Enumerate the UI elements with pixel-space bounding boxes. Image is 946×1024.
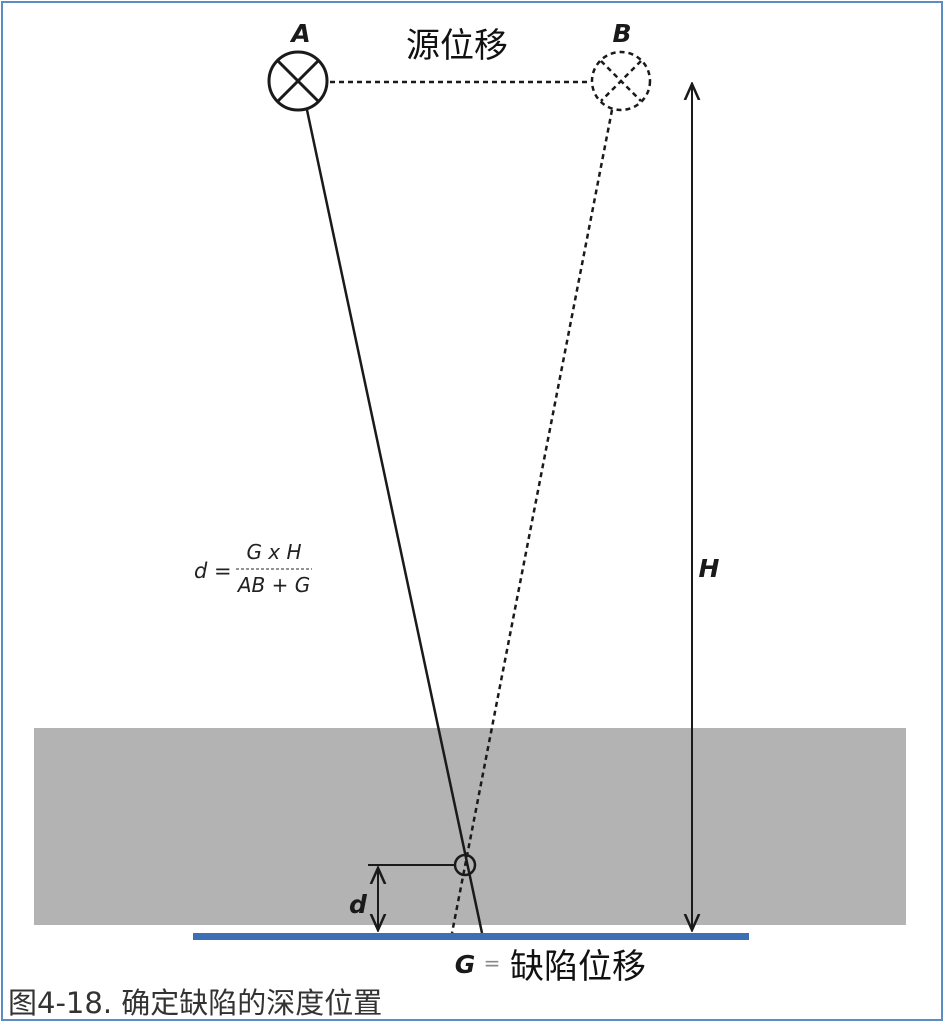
label-height: H — [699, 554, 720, 583]
formula-denominator: AB + G — [236, 573, 310, 597]
label-g: G — [455, 950, 476, 979]
formula-lhs: d = — [194, 559, 232, 583]
ray-from-b — [450, 109, 614, 934]
source-a-icon — [267, 50, 329, 112]
label-source-displacement: 源位移 — [406, 26, 508, 66]
ray-from-a — [305, 109, 484, 934]
film-strip — [193, 933, 749, 940]
source-b-icon — [590, 50, 652, 112]
depth-formula: d = G x H AB + G — [194, 540, 312, 597]
label-a: A — [289, 19, 310, 48]
figure-caption: 图4-18. 确定缺陷的深度位置 — [8, 986, 383, 1020]
formula-numerator: G x H — [246, 540, 301, 564]
label-depth: d — [349, 890, 368, 919]
label-b: B — [612, 19, 631, 48]
label-equals: = — [484, 951, 501, 975]
specimen-block — [34, 728, 906, 925]
label-defect-displacement: 缺陷位移 — [510, 947, 646, 987]
